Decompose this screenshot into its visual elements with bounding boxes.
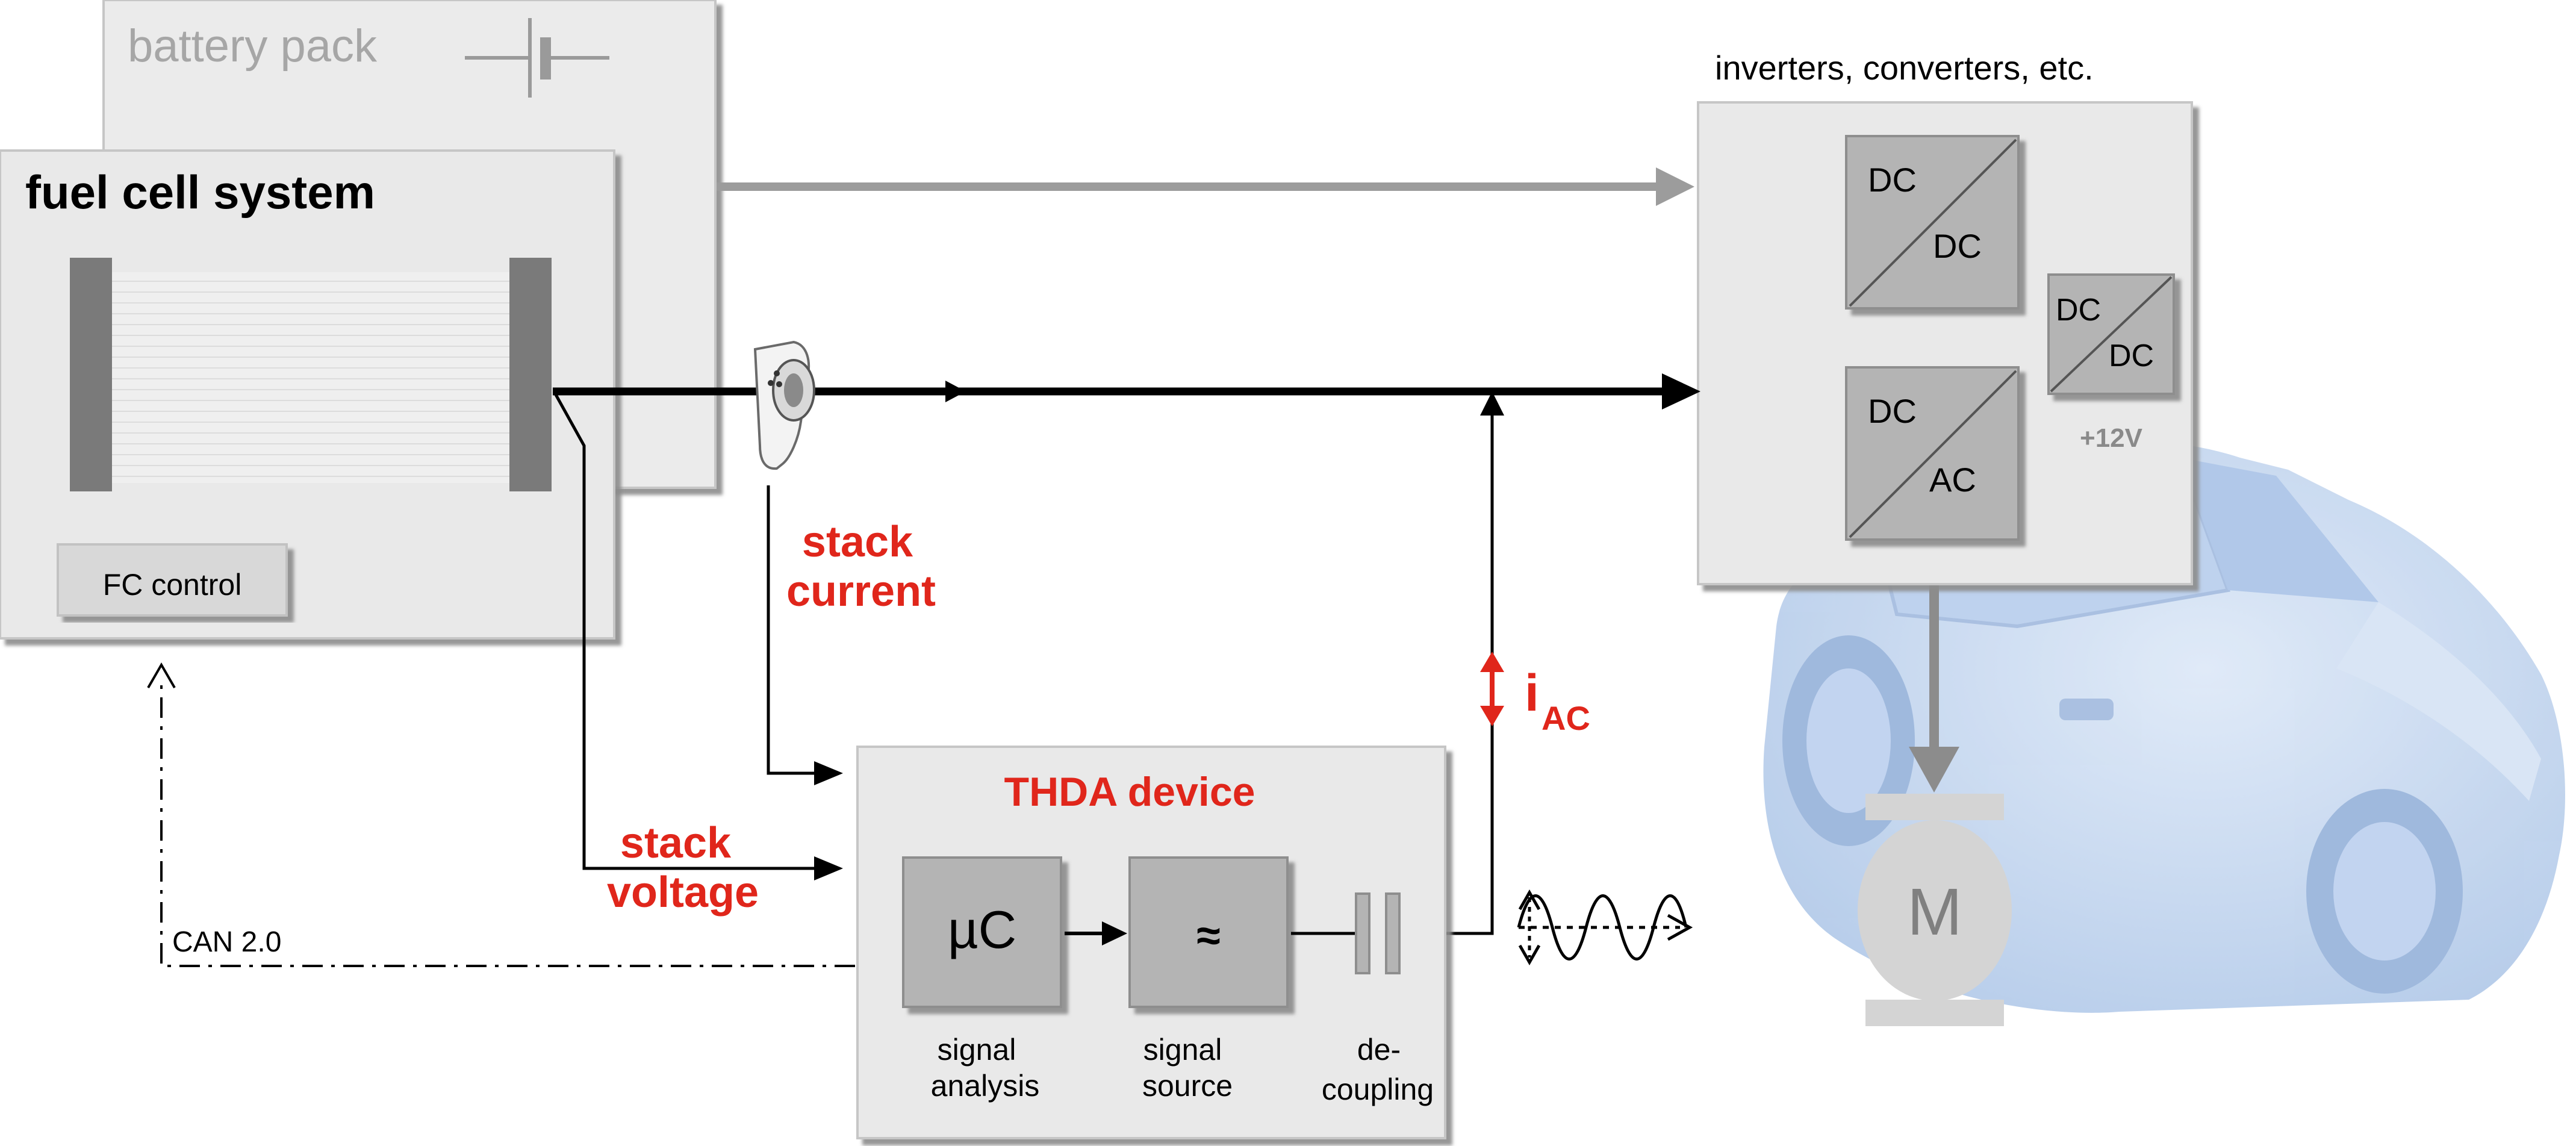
caption-source-line1: signal — [1143, 1033, 1222, 1067]
caption-analysis-line2: analysis — [931, 1069, 1040, 1103]
caption-decoupling-line1: de- — [1357, 1033, 1401, 1067]
caption-source-line2: source — [1142, 1069, 1233, 1103]
uc-to-source-arrow — [1065, 921, 1127, 945]
stack-current-line1: stack — [802, 518, 913, 566]
stack-current-line2: current — [786, 567, 936, 615]
signal-source-block: ≈ — [1128, 856, 1289, 1008]
fuel-cell-stack — [70, 258, 552, 491]
dc-dc-main-converter: DC DC — [1845, 135, 2020, 310]
motor: M — [1858, 585, 2012, 1026]
caption-signal-source: signal source — [1142, 1033, 1233, 1103]
dc-dc-main-out: DC — [1933, 227, 1982, 265]
thda-device-box: THDA device µC ≈ signal analysis signal … — [856, 746, 1446, 1139]
dc-dc-aux-out: DC — [2109, 338, 2154, 373]
converters-title: inverters, converters, etc. — [1715, 49, 2094, 87]
stack-power-line — [553, 373, 1700, 410]
dc-dc-aux-converter: DC DC +12V — [2047, 273, 2175, 453]
fc-control-button[interactable]: FC control — [57, 543, 288, 617]
caption-decoupling: de- coupling — [1322, 1033, 1434, 1106]
current-sensor-icon — [753, 340, 815, 470]
thda-title: THDA device — [1004, 769, 1255, 815]
stack-current-label: stack current — [786, 518, 936, 615]
can-label: CAN 2.0 — [172, 926, 281, 958]
dc-dc-aux-in: DC — [2056, 293, 2101, 328]
battery-pack-label: battery pack — [128, 20, 378, 72]
stack-voltage-label: stack voltage — [607, 819, 759, 917]
converters-box: inverters, converters, etc. DC DC DC AC … — [1697, 49, 2193, 585]
microcontroller-label: µC — [948, 900, 1016, 959]
stack-voltage-line1: stack — [620, 819, 732, 867]
dc-ac-converter: DC AC — [1845, 366, 2020, 541]
stack-voltage-line2: voltage — [607, 868, 759, 917]
stack-voltage-wire — [552, 390, 843, 880]
microcontroller-block: µC — [902, 856, 1062, 1008]
caption-signal-analysis: signal analysis — [931, 1033, 1040, 1103]
motor-label: M — [1907, 875, 1962, 949]
caption-analysis-line1: signal — [938, 1033, 1016, 1067]
fuel-cell-title: fuel cell system — [25, 166, 375, 219]
dc-ac-out: AC — [1929, 461, 1976, 499]
decoupling-capacitor-icon — [1355, 892, 1401, 974]
stack-current-wire — [767, 485, 843, 785]
can-bus-line: CAN 2.0 — [147, 662, 855, 967]
aux-voltage-label: +12V — [2080, 423, 2143, 453]
caption-decoupling-line2: coupling — [1322, 1073, 1434, 1106]
fuel-cell-system-box: fuel cell system FC control — [0, 149, 615, 640]
ac-waveform-icon — [1517, 889, 1693, 966]
dc-dc-main-in: DC — [1868, 161, 1917, 199]
iac-label: i AC — [1525, 664, 1590, 737]
fc-control-label: FC control — [103, 568, 242, 602]
battery-power-line — [717, 167, 1694, 206]
iac-sub: AC — [1542, 699, 1590, 737]
iac-main: i — [1525, 664, 1539, 722]
battery-symbol-icon — [465, 18, 609, 98]
iac-current-arrow-icon — [1480, 652, 1504, 726]
dc-ac-in: DC — [1868, 392, 1917, 430]
signal-source-symbol: ≈ — [1196, 912, 1221, 960]
